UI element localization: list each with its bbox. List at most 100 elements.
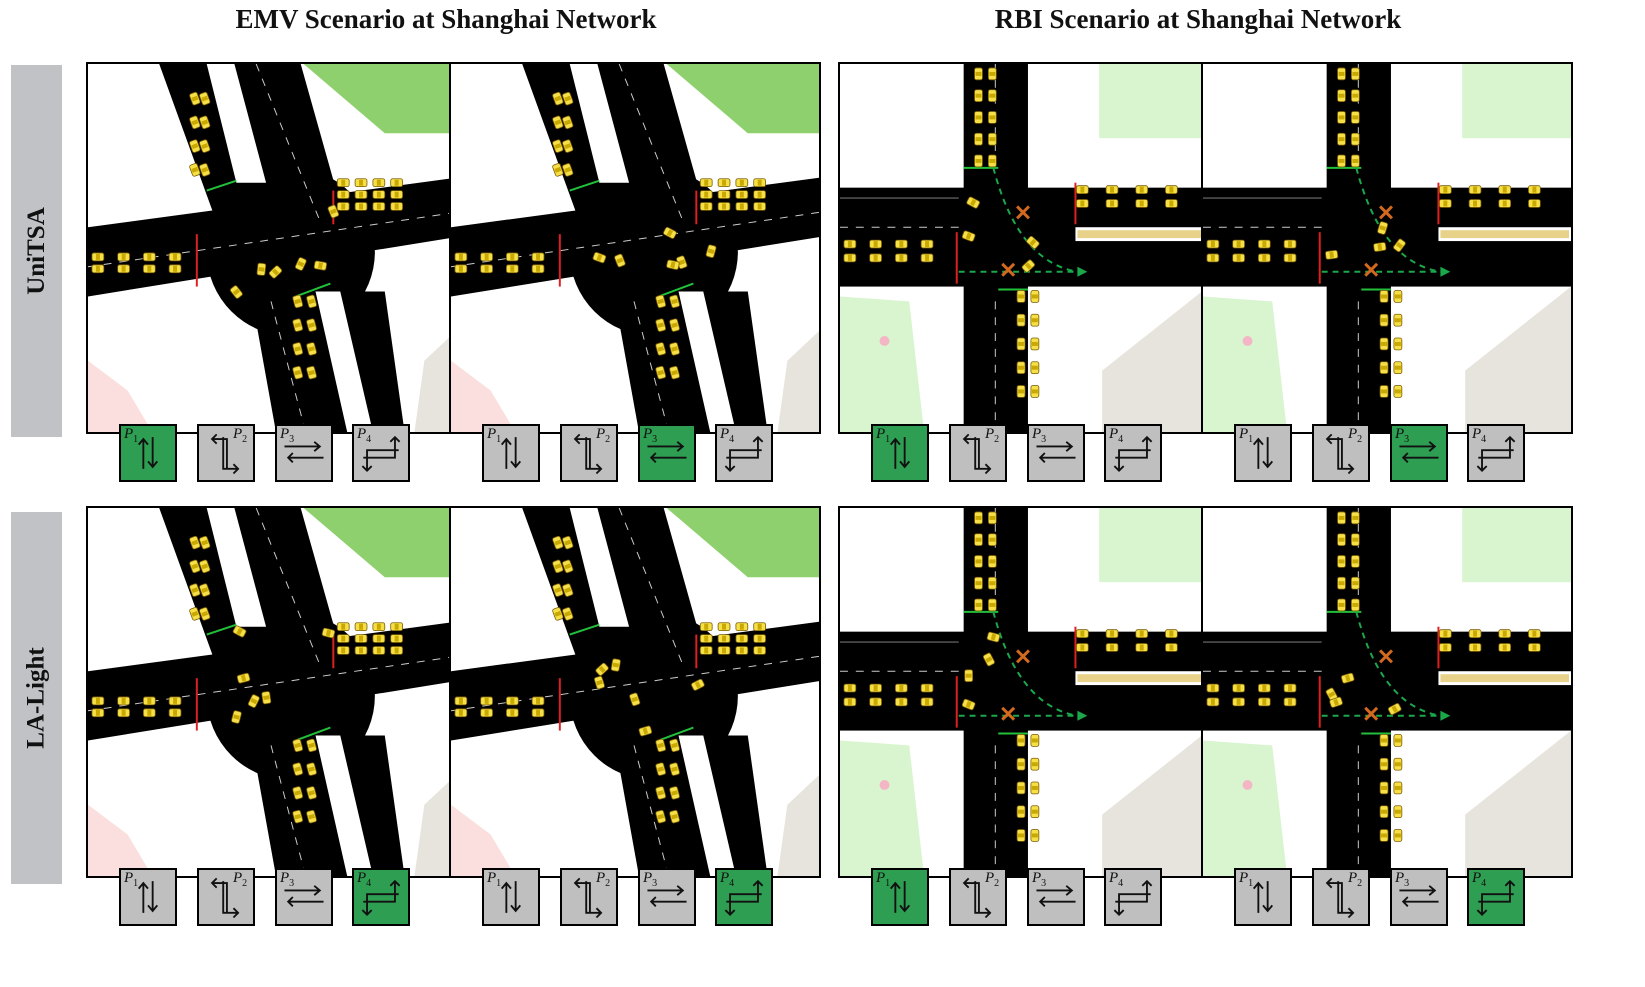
phase-label-base: P	[985, 870, 994, 886]
phase-label-sub: 1	[885, 434, 890, 445]
row-label-unitsa-text: UniTSA	[23, 207, 51, 295]
phase-label-sub: 3	[1404, 434, 1409, 445]
phase-label-base: P	[1239, 870, 1248, 886]
phase-label-base: P	[985, 426, 994, 442]
section-title-rbi: RBI Scenario at Shanghai Network	[838, 4, 1558, 35]
section-title-emv: EMV Scenario at Shanghai Network	[86, 4, 806, 35]
phase-label-sub: 3	[289, 434, 294, 445]
phase-label-base: P	[596, 870, 605, 886]
intersection-scene	[88, 64, 456, 432]
phase-indicator-p2: P2	[560, 424, 618, 482]
phase-label-base: P	[1109, 426, 1118, 442]
phase-indicator-p3: P3	[275, 424, 333, 482]
phase-label: P3	[1032, 871, 1046, 889]
phase-indicator-p3: P3	[1390, 868, 1448, 926]
intersection-panel-lalight-rbi-1	[838, 506, 1210, 878]
intersection-scene	[1203, 508, 1571, 876]
phase-label-base: P	[1032, 870, 1041, 886]
phase-indicator-p1: P1	[1234, 868, 1292, 926]
phase-label: P4	[1109, 427, 1123, 445]
phase-label: P3	[643, 427, 657, 445]
phase-label: P2	[233, 427, 247, 445]
phase-indicator-p3: P3	[1027, 868, 1085, 926]
intersection-panel-lalight-emv-2	[449, 506, 821, 878]
phase-label-sub: 3	[652, 434, 657, 445]
phase-label: P4	[1472, 871, 1486, 889]
phase-label: P3	[643, 871, 657, 889]
phase-label-sub: 1	[133, 878, 138, 889]
phase-indicator-p1: P1	[871, 424, 929, 482]
phase-label: P4	[357, 427, 371, 445]
phase-label: P2	[1348, 427, 1362, 445]
phase-label-base: P	[596, 426, 605, 442]
phase-indicator-p3: P3	[638, 424, 696, 482]
phase-label-base: P	[720, 426, 729, 442]
phase-label-sub: 2	[994, 434, 999, 445]
phase-label-sub: 1	[885, 878, 890, 889]
phase-label-base: P	[1348, 870, 1357, 886]
phase-label-sub: 2	[242, 434, 247, 445]
phase-label-sub: 4	[729, 878, 734, 889]
phase-label: P4	[1472, 427, 1486, 445]
phase-label-sub: 1	[1248, 878, 1253, 889]
phase-indicator-p4: P4	[352, 424, 410, 482]
phase-indicator-p4: P4	[1104, 424, 1162, 482]
phase-label-sub: 4	[366, 878, 371, 889]
phase-label-sub: 2	[242, 878, 247, 889]
row-label-lalight-text: LA-Light	[23, 647, 51, 748]
phase-indicator-p2: P2	[560, 868, 618, 926]
intersection-scene	[451, 508, 819, 876]
phase-label: P1	[487, 871, 501, 889]
phase-label-base: P	[1109, 870, 1118, 886]
phase-label-base: P	[1032, 426, 1041, 442]
phase-label-sub: 1	[496, 434, 501, 445]
phase-indicator-p3: P3	[1390, 424, 1448, 482]
phase-label-base: P	[643, 426, 652, 442]
phase-indicator-p4: P4	[352, 868, 410, 926]
phase-indicator-p4: P4	[1467, 868, 1525, 926]
phase-label-sub: 4	[1118, 434, 1123, 445]
phase-label-sub: 3	[289, 878, 294, 889]
row-label-lalight: LA-Light	[11, 512, 62, 884]
intersection-scene	[840, 64, 1208, 432]
phase-indicator-p2: P2	[949, 424, 1007, 482]
phase-label-base: P	[487, 870, 496, 886]
phase-label-base: P	[280, 426, 289, 442]
intersection-panel-unitsa-rbi-1	[838, 62, 1210, 434]
phase-label-base: P	[1472, 426, 1481, 442]
phase-label-base: P	[233, 870, 242, 886]
phase-label-base: P	[1239, 426, 1248, 442]
phase-label: P2	[1348, 871, 1362, 889]
phase-label-base: P	[643, 870, 652, 886]
phase-label-sub: 4	[1118, 878, 1123, 889]
phase-label: P3	[1395, 427, 1409, 445]
phase-label: P2	[596, 427, 610, 445]
intersection-scene	[840, 508, 1208, 876]
intersection-scene	[451, 64, 819, 432]
phase-label: P4	[720, 427, 734, 445]
phase-indicator-p2: P2	[1312, 868, 1370, 926]
phase-label-base: P	[1395, 870, 1404, 886]
phase-label-base: P	[487, 426, 496, 442]
phase-label-sub: 2	[605, 434, 610, 445]
phase-label-base: P	[124, 870, 133, 886]
phase-label-sub: 3	[1041, 878, 1046, 889]
phase-label-base: P	[876, 870, 885, 886]
phase-label: P2	[596, 871, 610, 889]
phase-label-base: P	[720, 870, 729, 886]
phase-indicator-p2: P2	[949, 868, 1007, 926]
phase-label: P1	[487, 427, 501, 445]
phase-label-base: P	[1395, 426, 1404, 442]
intersection-panel-lalight-rbi-2	[1201, 506, 1573, 878]
phase-label: P1	[124, 871, 138, 889]
phase-indicator-p2: P2	[197, 868, 255, 926]
phase-label-base: P	[233, 426, 242, 442]
phase-indicator-p2: P2	[1312, 424, 1370, 482]
phase-indicator-p3: P3	[275, 868, 333, 926]
phase-indicator-p2: P2	[197, 424, 255, 482]
phase-label: P2	[233, 871, 247, 889]
phase-label-sub: 3	[1404, 878, 1409, 889]
phase-indicator-p1: P1	[871, 868, 929, 926]
phase-label-base: P	[124, 426, 133, 442]
phase-label-sub: 3	[652, 878, 657, 889]
